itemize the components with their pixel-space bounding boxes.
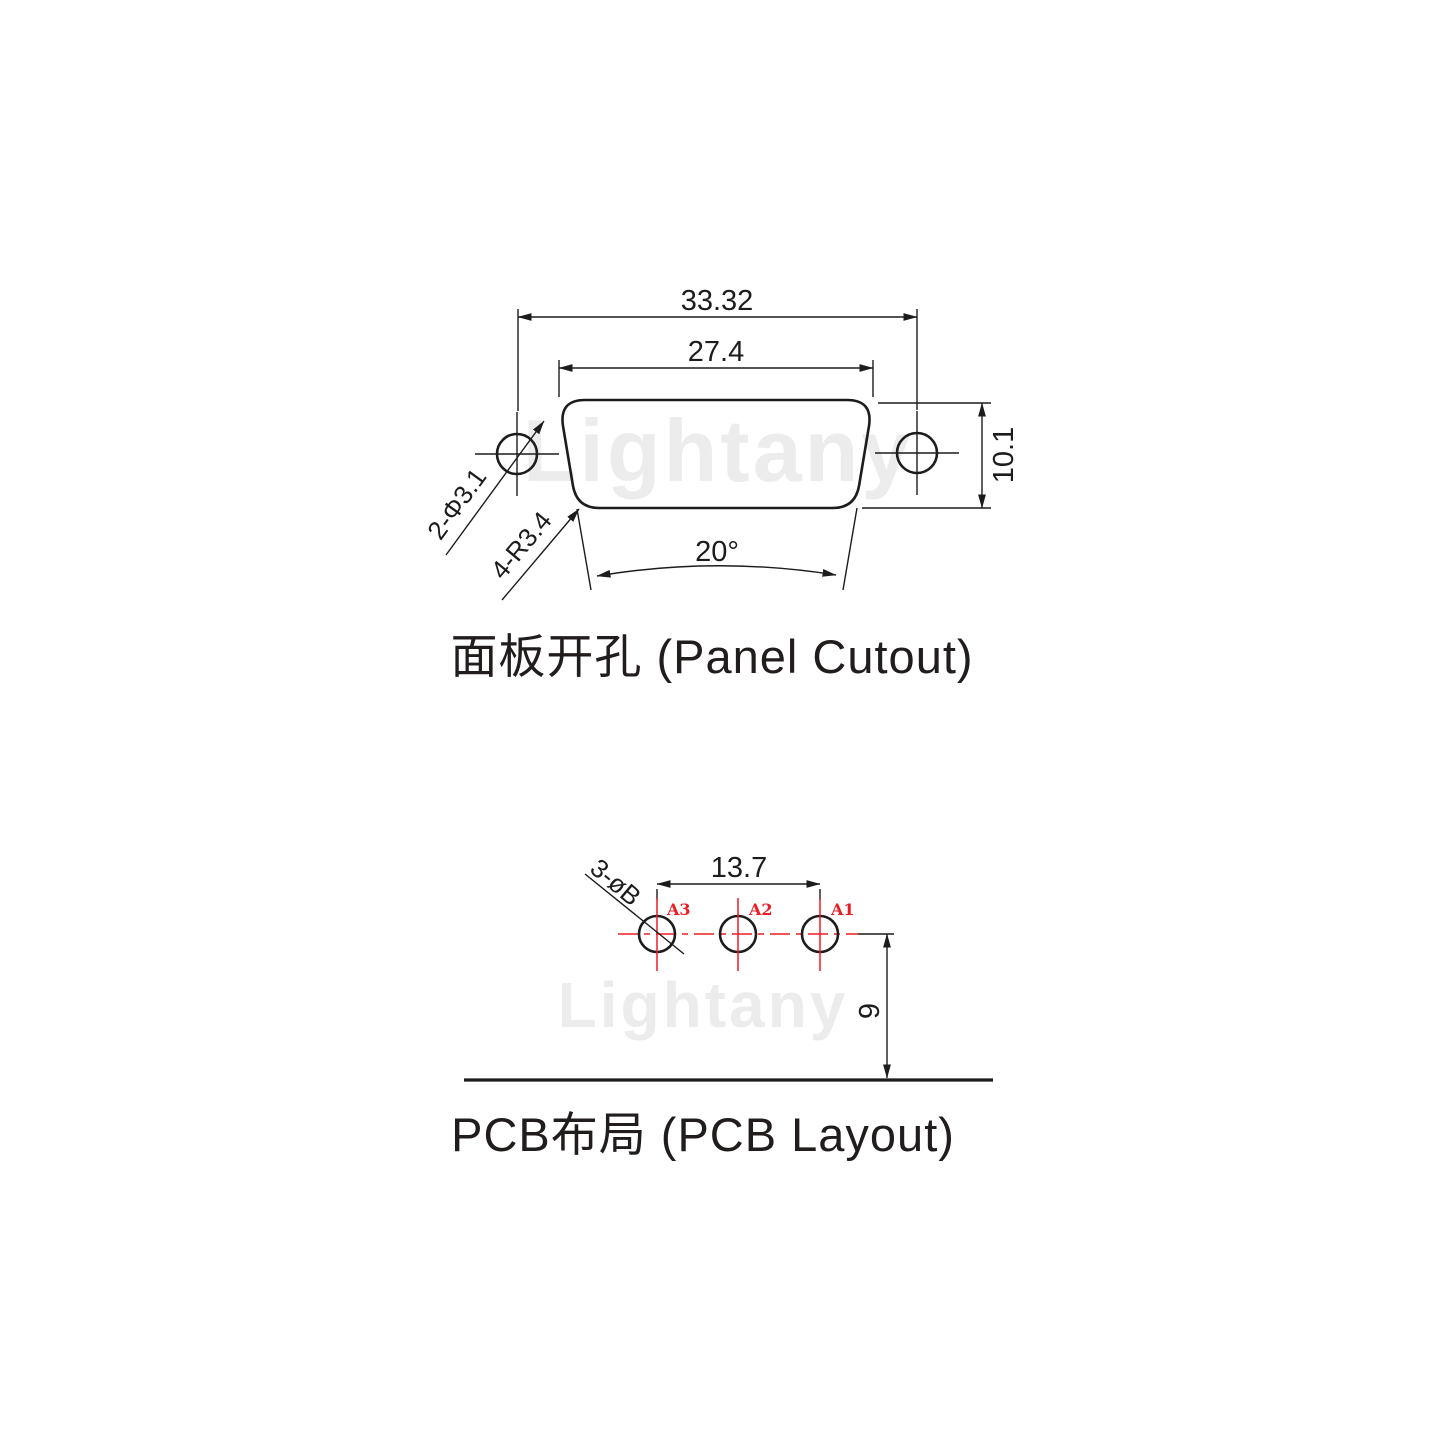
angle-ext-right: [842, 507, 858, 591]
dim-text-inner-width: 27.4: [688, 336, 744, 368]
dim-text-hole-span: 13.7: [711, 852, 767, 884]
angle-ext-left: [576, 508, 592, 591]
pad-label-a2: A2: [748, 900, 773, 919]
watermark-top: Lightany: [523, 401, 914, 500]
dim-text-height: 10.1: [988, 427, 1020, 483]
panel-cutout-title: 面板开孔 (Panel Cutout): [450, 630, 973, 683]
pad-label-a1: A1: [830, 900, 855, 919]
label-hole-diameter: 3-øB: [585, 853, 647, 912]
dim-text-edge-distance: 9: [854, 1003, 886, 1019]
label-mount-holes: 2-Φ3.1: [421, 463, 492, 545]
panel-cutout-drawing: 33.32 27.4 10.1 2-Φ3.1 4-R3.4 20°: [421, 285, 1020, 683]
leader-corner-radius: [501, 508, 580, 601]
dim-text-outer-width: 33.32: [681, 285, 754, 317]
dsub-cutout-shape: [561, 398, 871, 510]
leader-hole-diameter: [584, 873, 685, 955]
pcb-layout-title: PCB布局 (PCB Layout): [451, 1108, 955, 1161]
label-corner-radius: 4-R3.4: [485, 506, 558, 585]
watermark-bottom: Lightany: [558, 969, 849, 1041]
pad-label-a3: A3: [666, 900, 691, 919]
angle-arc: [596, 565, 837, 578]
dim-text-angle: 20°: [695, 536, 739, 568]
leader-mount-holes: [445, 420, 545, 556]
pcb-layout-drawing: 13.7 A3 A2 A1 3-øB 9 PCB布局 (PCB Layout): [451, 852, 993, 1161]
